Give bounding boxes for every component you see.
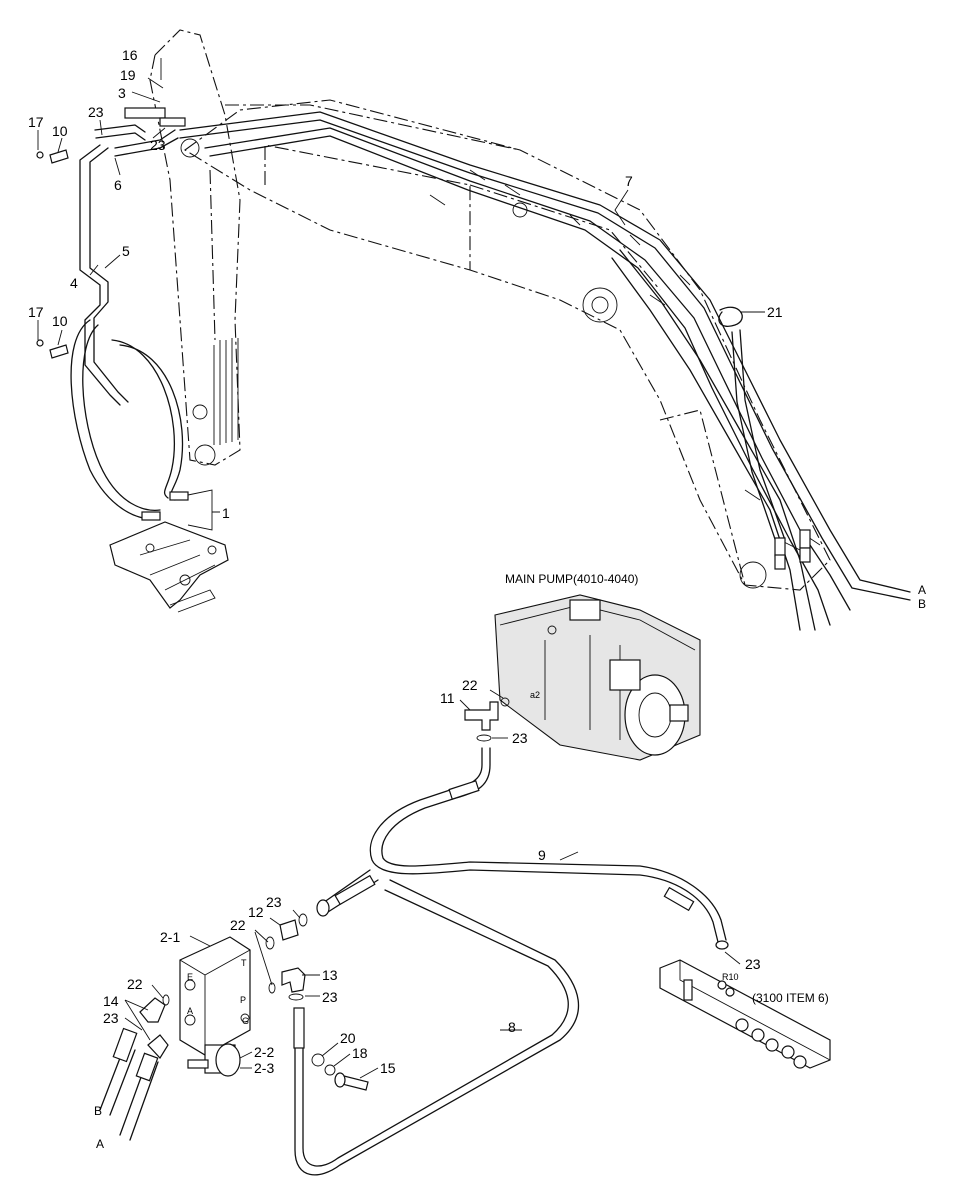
callout-15: 15: [380, 1060, 396, 1076]
callout-17-upper: 17: [28, 114, 44, 130]
elbow-14: [139, 997, 169, 1059]
bolt-15: [334, 1072, 369, 1091]
port-a2-label: a2: [530, 690, 540, 700]
callout-2-2: 2-2: [254, 1044, 274, 1060]
port-a-label: A: [187, 1006, 193, 1016]
hose-8: [293, 879, 580, 1176]
callout-22-left: 22: [127, 976, 143, 992]
callout-10-upper: 10: [52, 123, 68, 139]
washer-20: [311, 1053, 325, 1067]
callout-17-lower: 17: [28, 304, 44, 320]
callout-19: 19: [120, 67, 136, 83]
o-ring-23-upper: [298, 913, 308, 927]
callout-2-1: 2-1: [160, 929, 180, 945]
port-g-label: G: [242, 1016, 249, 1026]
callout-10-lower: 10: [52, 313, 68, 329]
adapter-12: [279, 919, 299, 941]
leader-lines: [37, 58, 765, 1079]
tee-fitting-11: [464, 701, 499, 731]
callout-23-elbow: 23: [322, 989, 338, 1005]
callout-5: 5: [122, 243, 130, 259]
callout-22-pump: 22: [462, 677, 478, 693]
callout-6: 6: [114, 177, 122, 193]
control-valve-section: [659, 959, 831, 1069]
port-t-label: T: [241, 958, 247, 968]
callout-a-valve: A: [96, 1137, 104, 1151]
callout-23-control-valve: 23: [745, 956, 761, 972]
callout-23-upper-left: 23: [88, 104, 104, 120]
callout-7: 7: [625, 173, 633, 189]
callout-23-pump: 23: [512, 730, 528, 746]
hose-ends-a-b: [99, 1027, 159, 1141]
o-ring-22-mid: [268, 982, 276, 994]
o-ring-23-elbow: [288, 993, 304, 1001]
callout-16: 16: [122, 47, 138, 63]
callout-23-left: 23: [103, 1010, 119, 1026]
callout-13: 13: [322, 967, 338, 983]
solenoid-valve-block: [179, 936, 251, 1077]
boom-pipes: [179, 111, 911, 631]
ref-3100-item6: (3100 ITEM 6): [752, 991, 829, 1005]
callout-14: 14: [103, 993, 119, 1009]
port-e-label: E: [187, 972, 193, 982]
callout-11: 11: [440, 690, 455, 706]
clamp-upper: [36, 149, 69, 164]
port-r10-label: R10: [722, 972, 739, 982]
boom-outline: [184, 99, 831, 591]
callout-1: 1: [222, 505, 230, 521]
o-ring-22-pump: [500, 697, 510, 707]
port-p-label: P: [240, 995, 246, 1005]
main-pump: [494, 594, 701, 761]
quick-coupler-bracket: [109, 521, 229, 613]
callout-23-upper-right: 23: [150, 137, 166, 153]
arm-outline: [149, 29, 241, 466]
callout-2-3: 2-3: [254, 1060, 274, 1076]
callout-8: 8: [508, 1019, 516, 1035]
callout-20: 20: [340, 1030, 356, 1046]
callout-b-boom: B: [918, 597, 926, 611]
hose-9: [316, 747, 729, 950]
callout-9: 9: [538, 847, 546, 863]
callout-b-valve: B: [94, 1104, 102, 1118]
callout-labels: 16 19 3 23 23 17 10 6 5 4 17 10 1 7 21 A…: [28, 47, 926, 1151]
arm-pipes: [70, 107, 189, 521]
main-pump-label: MAIN PUMP(4010-4040): [505, 572, 638, 586]
callout-3: 3: [118, 85, 126, 101]
callout-a-boom: A: [918, 583, 926, 597]
o-ring-23-pump: [476, 734, 492, 742]
callout-21: 21: [767, 304, 783, 320]
washer-18: [324, 1064, 336, 1076]
callout-4: 4: [70, 275, 78, 291]
clamp-lower: [36, 339, 69, 359]
callout-22-upper: 22: [230, 917, 246, 933]
o-ring-22-left: [162, 994, 170, 1006]
callout-18: 18: [352, 1045, 368, 1061]
callout-12: 12: [248, 904, 264, 920]
elbow-13: [281, 967, 306, 993]
callout-23-adapter: 23: [266, 894, 282, 910]
o-ring-22-upper: [265, 936, 275, 950]
